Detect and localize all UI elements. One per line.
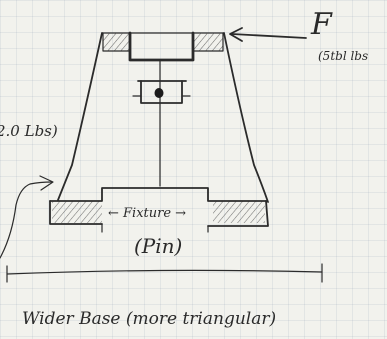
side-leader-arrow	[0, 175, 54, 259]
base-caption: Wider Base (more triangular)	[22, 309, 276, 329]
base-dimension-line	[6, 263, 323, 283]
pivot-block	[132, 80, 191, 104]
top-load-block	[102, 31, 224, 62]
pivot-dot	[154, 88, 164, 98]
base-fixture	[49, 187, 269, 233]
pin-label: (Pin)	[134, 234, 182, 258]
force-arrow	[229, 27, 307, 42]
side-load-note: 2.0 Lbs)	[0, 122, 58, 140]
force-note: (5tbl lbs	[318, 49, 368, 63]
force-label: F	[310, 7, 333, 42]
trapezoid-frame	[57, 32, 269, 203]
fixture-label: ← Fixture →	[108, 206, 186, 221]
